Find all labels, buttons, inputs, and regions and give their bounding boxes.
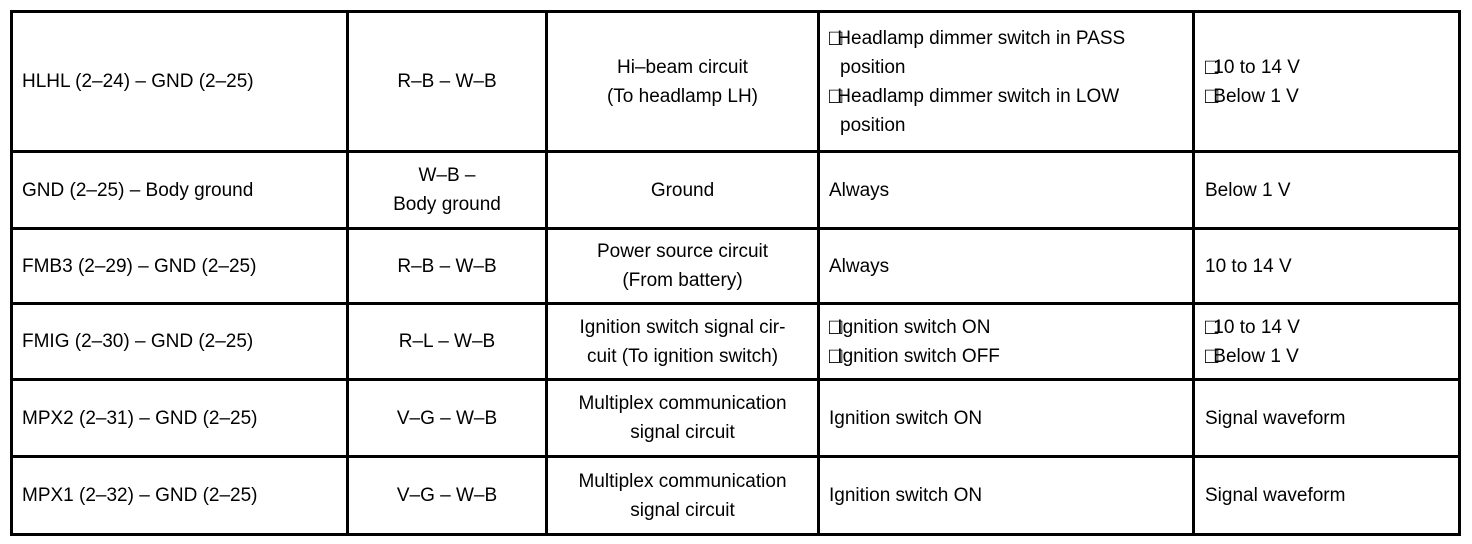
circuit-line: Power source circuit (596, 241, 769, 262)
circuit-line: cuit (To ignition switch) (586, 345, 779, 367)
circuit-line: (From battery) (622, 270, 743, 291)
condition-cell: Ignition switch ON (817, 378, 1195, 458)
circuit-cell: Ignition switch signal cir- cuit (To ign… (545, 302, 820, 381)
wire-color-label: R–L – W–B (398, 331, 496, 352)
wire-color-cell: R–B – W–B (346, 227, 548, 305)
terminal-label: MPX1 (2–32) – GND (2–25) (22, 485, 258, 506)
wire-color-cell: R–L – W–B (346, 302, 548, 381)
voltage-item: □Below 1 V (1205, 82, 1299, 108)
voltage-item: □10 to 14 V (1205, 313, 1300, 339)
table-row: MPX1 (2–32) – GND (2–25) V–G – W–B Multi… (10, 455, 1461, 536)
condition-cell: □Ignition switch ON □Ignition switch OFF (817, 302, 1195, 381)
voltage-item: □Below 1 V (1205, 342, 1299, 368)
voltage-text: Below 1 V (1205, 179, 1291, 201)
condition-item: □Headlamp dimmer switch in LOW position (829, 82, 1120, 136)
circuit-line: Multiplex communication (578, 470, 787, 492)
terminal-voltage-table: HLHL (2–24) – GND (2–25) R–B – W–B Hi–be… (10, 10, 1461, 536)
circuit-cell: Power source circuit (From battery) (545, 227, 820, 305)
circuit-line: Hi–beam circuit (617, 56, 748, 78)
table-row: MPX2 (2–31) – GND (2–25) V–G – W–B Multi… (10, 378, 1461, 458)
condition-cell: Always (817, 227, 1195, 305)
table-row: GND (2–25) – Body ground W–B – Body grou… (10, 150, 1461, 230)
voltage-cell: Below 1 V (1192, 150, 1461, 230)
terminal-label: GND (2–25) – Body ground (22, 179, 254, 201)
condition-text: Always (829, 179, 890, 201)
terminal-cell: MPX1 (2–32) – GND (2–25) (10, 455, 349, 536)
voltage-text: Signal waveform (1205, 485, 1346, 506)
condition-item: □Headlamp dimmer switch in PASS position (829, 24, 1126, 78)
voltage-cell: Signal waveform (1192, 455, 1461, 536)
condition-text: Headlamp dimmer switch in LOW position (837, 85, 1120, 136)
terminal-cell: FMIG (2–30) – GND (2–25) (10, 302, 349, 381)
voltage-text: 10 to 14 V (1213, 56, 1300, 78)
terminal-cell: GND (2–25) – Body ground (10, 150, 349, 230)
circuit-line: Ground (650, 179, 715, 201)
terminal-label: FMB3 (2–29) – GND (2–25) (22, 255, 257, 277)
terminal-cell: MPX2 (2–31) – GND (2–25) (10, 378, 349, 458)
condition-text: Ignition switch ON (837, 316, 991, 338)
condition-item: □Ignition switch ON (829, 313, 991, 339)
table-row: FMIG (2–30) – GND (2–25) R–L – W–B Ignit… (10, 302, 1461, 381)
wire-color-label: R–B – W–B (397, 255, 497, 277)
wire-color-label: W–B – (418, 165, 476, 186)
table-row: FMB3 (2–29) – GND (2–25) R–B – W–B Power… (10, 227, 1461, 305)
wire-color-cell: V–G – W–B (346, 378, 548, 458)
condition-text: Ignition switch ON (829, 407, 983, 429)
circuit-cell: Multiplex communication signal circuit (545, 455, 820, 536)
voltage-text: Below 1 V (1213, 345, 1299, 367)
circuit-line: signal circuit (630, 422, 735, 443)
circuit-cell: Hi–beam circuit (To headlamp LH) (545, 10, 820, 153)
condition-cell: Always (817, 150, 1195, 230)
voltage-text: 10 to 14 V (1205, 255, 1292, 277)
voltage-cell: □10 to 14 V □Below 1 V (1192, 10, 1461, 153)
circuit-line: Ignition switch signal cir- (579, 316, 786, 338)
voltage-cell: □10 to 14 V □Below 1 V (1192, 302, 1461, 381)
terminal-cell: HLHL (2–24) – GND (2–25) (10, 10, 349, 153)
wire-color-label: R–B – W–B (397, 71, 497, 92)
condition-cell: □Headlamp dimmer switch in PASS position… (817, 10, 1195, 153)
circuit-line: (To headlamp LH) (606, 85, 759, 107)
voltage-text: 10 to 14 V (1213, 316, 1300, 338)
condition-text: Always (829, 255, 890, 277)
condition-text: Ignition switch ON (829, 485, 983, 506)
terminal-label: MPX2 (2–31) – GND (2–25) (22, 407, 258, 429)
circuit-line: signal circuit (630, 499, 735, 521)
circuit-cell: Multiplex communication signal circuit (545, 378, 820, 458)
terminal-label: HLHL (2–24) – GND (2–25) (22, 71, 254, 92)
table-row: HLHL (2–24) – GND (2–25) R–B – W–B Hi–be… (10, 10, 1461, 153)
terminal-label: FMIG (2–30) – GND (2–25) (22, 331, 254, 352)
voltage-item: □10 to 14 V (1205, 53, 1300, 79)
condition-item: □Ignition switch OFF (829, 342, 1000, 368)
circuit-cell: Ground (545, 150, 820, 230)
voltage-cell: 10 to 14 V (1192, 227, 1461, 305)
condition-cell: Ignition switch ON (817, 455, 1195, 536)
circuit-line: Multiplex communication (578, 393, 787, 414)
terminal-cell: FMB3 (2–29) – GND (2–25) (10, 227, 349, 305)
voltage-text: Below 1 V (1213, 85, 1299, 107)
wire-color-label: V–G – W–B (396, 407, 498, 429)
condition-text: Ignition switch OFF (837, 345, 1000, 367)
voltage-text: Signal waveform (1205, 407, 1346, 429)
wire-color-label: V–G – W–B (396, 485, 498, 506)
wire-color-cell: R–B – W–B (346, 10, 548, 153)
condition-text: Headlamp dimmer switch in PASS position (837, 27, 1126, 78)
voltage-cell: Signal waveform (1192, 378, 1461, 458)
wire-color-cell: V–G – W–B (346, 455, 548, 536)
wire-color-cell: W–B – Body ground (346, 150, 548, 230)
wire-color-label: Body ground (393, 194, 501, 215)
